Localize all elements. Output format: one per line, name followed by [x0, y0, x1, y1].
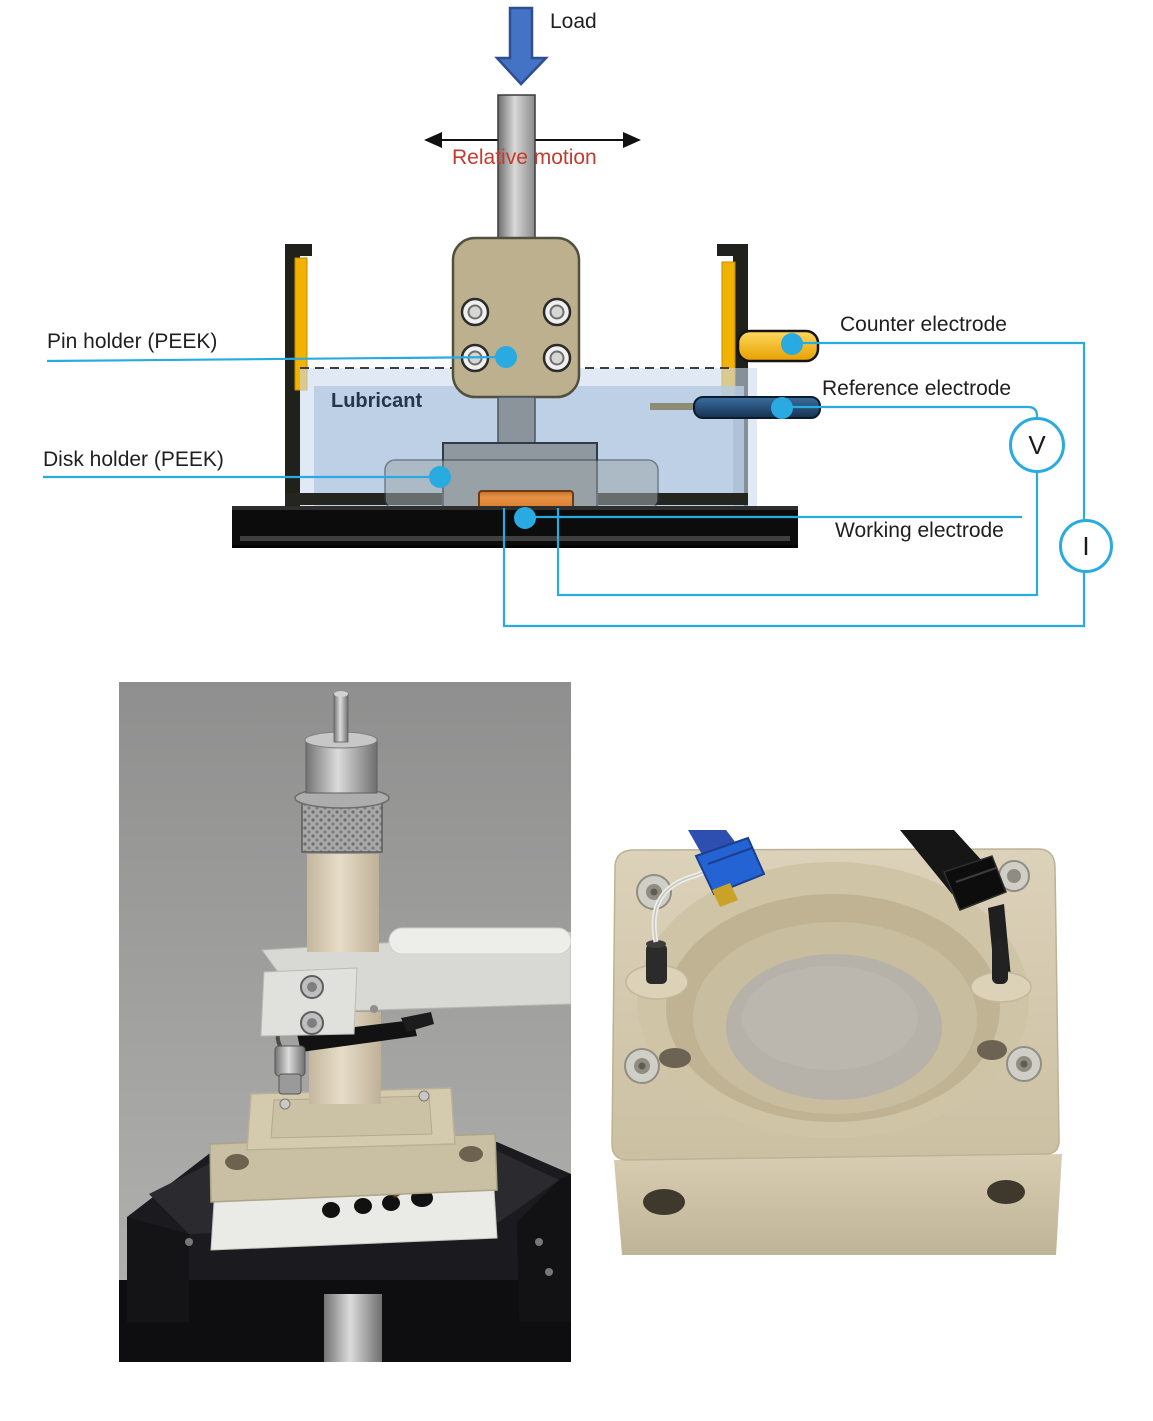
disk-working-electrode	[478, 490, 574, 509]
wiring	[43, 341, 1086, 628]
reference-electrode-tip	[650, 403, 698, 410]
pin-shaft	[497, 396, 536, 449]
lubricant-label: Lubricant	[331, 390, 423, 412]
ammeter-symbol: I	[1059, 519, 1113, 573]
cell-front-face	[614, 1154, 1062, 1255]
voltmeter-symbol: V	[1009, 417, 1065, 473]
photo-tribometer-pin-assembly	[119, 682, 571, 1362]
pin-holder-leader-line	[46, 355, 507, 363]
reference-to-voltmeter-wire	[556, 405, 1039, 597]
reference-electrode-dot	[771, 397, 793, 419]
disk-holder-dot	[429, 466, 451, 488]
load-label: Load	[550, 10, 597, 33]
counter-to-ammeter-wire	[502, 341, 1086, 628]
voltmeter-letter: V	[1028, 429, 1046, 460]
pin-holder-dot	[495, 346, 517, 368]
marker-dots	[429, 333, 803, 529]
counter-electrode-dot	[781, 333, 803, 355]
base-platform	[232, 506, 798, 548]
photo-peek-cell-top-view	[611, 830, 1062, 1255]
front-hole-left	[643, 1189, 685, 1215]
pin-rod	[497, 94, 536, 242]
working-electrode-dot	[514, 507, 536, 529]
knurled-ring	[301, 801, 383, 853]
blue-banana-connector	[688, 830, 766, 907]
schematic-diagram	[43, 6, 1086, 628]
cable-tie	[297, 1012, 434, 1052]
steel-pin	[333, 691, 349, 743]
peek-cylinder-upper	[307, 854, 379, 952]
support-column	[324, 1294, 382, 1362]
counter-electrode-label: Counter electrode	[840, 313, 1007, 336]
working-electrode-label: Working electrode	[835, 519, 1004, 542]
cell-bowl	[637, 862, 1029, 1138]
counter-electrode	[736, 329, 820, 363]
disk-holder-label: Disk holder (PEEK)	[43, 448, 224, 471]
black-cable-connector	[900, 830, 1032, 1003]
front-hole-right	[987, 1180, 1025, 1204]
load-arrow-icon	[494, 6, 549, 86]
relative-motion-label: Relative motion	[452, 146, 597, 169]
reference-electrode-post	[625, 940, 689, 1000]
ammeter-letter: I	[1082, 530, 1090, 561]
reference-electrode-label: Reference electrode	[822, 377, 1012, 400]
clamp-screws	[300, 975, 378, 1035]
pin-holder-label: Pin holder (PEEK)	[47, 330, 218, 353]
